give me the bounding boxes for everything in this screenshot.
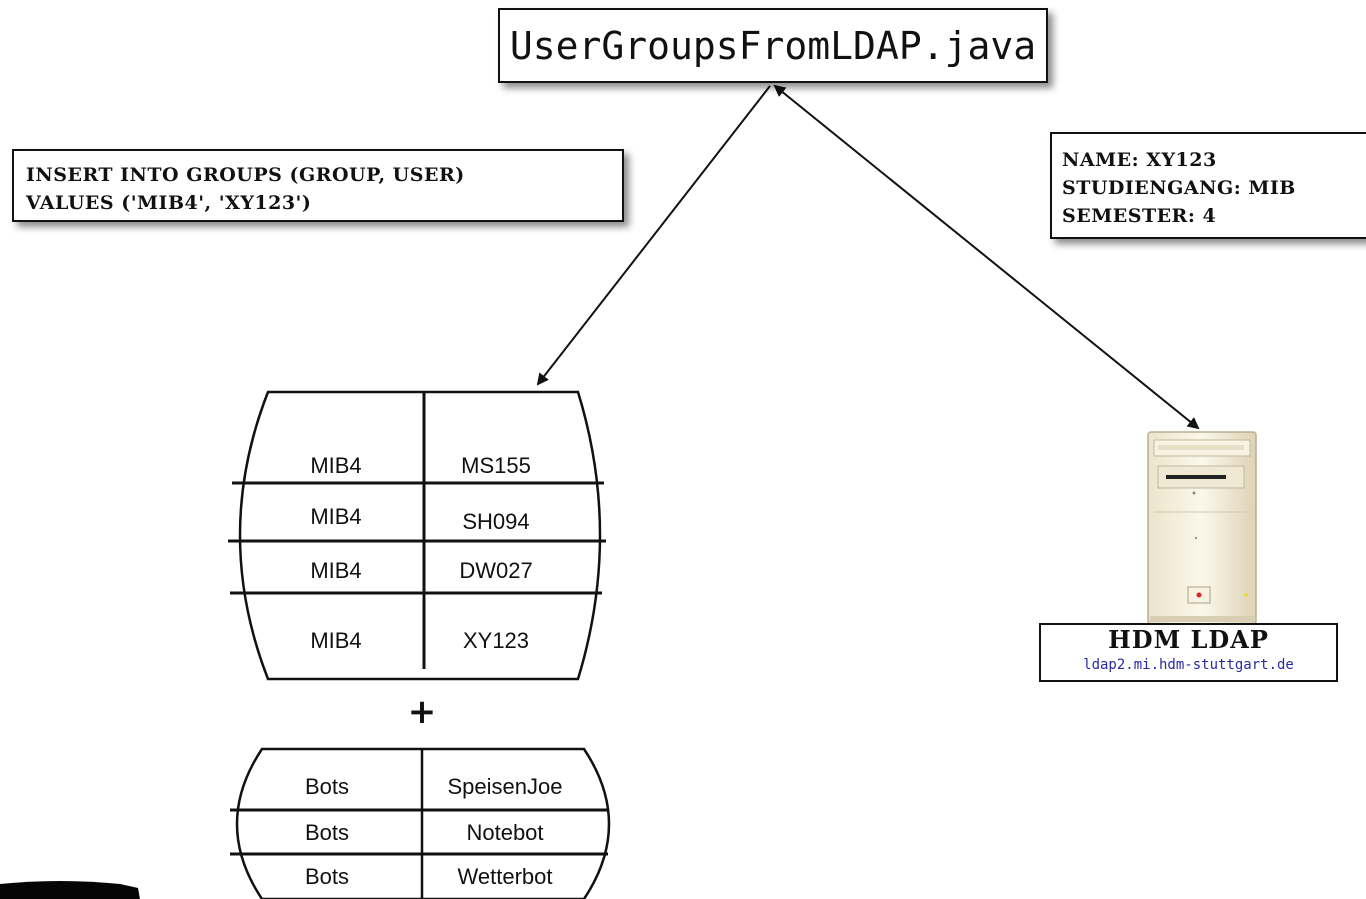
bots-cell-user: SpeisenJoe bbox=[447, 774, 563, 799]
sql-line-1: INSERT INTO GROUPS (GROUP, USER) bbox=[26, 164, 465, 186]
plus-sign: + bbox=[407, 692, 437, 732]
groups-cell-group: MIB4 bbox=[310, 628, 362, 653]
groups-cell-group: MIB4 bbox=[310, 453, 362, 478]
sql-statement-box: INSERT INTO GROUPS (GROUP, USER) VALUES … bbox=[12, 149, 624, 222]
server-host: ldap2.mi.hdm-stuttgart.de bbox=[1083, 657, 1294, 673]
server-title: HDM LDAP bbox=[1108, 625, 1269, 654]
bots-cell-group: Bots bbox=[304, 820, 350, 845]
groups-table-shape bbox=[238, 390, 602, 681]
black-blob-shape bbox=[0, 881, 140, 899]
bots-cell-group: Bots bbox=[304, 864, 350, 889]
ldap-info-semester: SEMESTER: 4 bbox=[1062, 205, 1217, 227]
server-label-box: HDM LDAP ldap2.mi.hdm-stuttgart.de bbox=[1039, 623, 1338, 682]
ldap-info-name: NAME: XY123 bbox=[1062, 149, 1217, 171]
bots-cell-user: Notebot bbox=[466, 820, 544, 845]
server-tower-icon bbox=[1147, 431, 1257, 625]
ldap-info-box: NAME: XY123 STUDIENGANG: MIB SEMESTER: 4 bbox=[1050, 132, 1366, 239]
bots-cell-user: Wetterbot bbox=[457, 864, 553, 889]
groups-cell-user: SH094 bbox=[462, 509, 530, 534]
groups-cell-user: XY123 bbox=[462, 628, 530, 653]
ldap-info-studiengang: STUDIENGANG: MIB bbox=[1062, 177, 1296, 199]
java-file-label: UserGroupsFromLDAP.java bbox=[509, 23, 1037, 68]
groups-cell-user: MS155 bbox=[461, 453, 531, 478]
bots-cell-group: Bots bbox=[304, 774, 350, 799]
groups-cell-group: MIB4 bbox=[310, 504, 362, 529]
groups-cell-group: MIB4 bbox=[310, 558, 362, 583]
arrow-to-groups-table bbox=[536, 85, 771, 386]
arrow-ldap-java bbox=[773, 84, 1200, 430]
sql-line-2: VALUES ('MIB4', 'XY123') bbox=[26, 192, 312, 214]
groups-cell-user: DW027 bbox=[459, 558, 533, 583]
java-file-box: UserGroupsFromLDAP.java bbox=[498, 8, 1048, 83]
